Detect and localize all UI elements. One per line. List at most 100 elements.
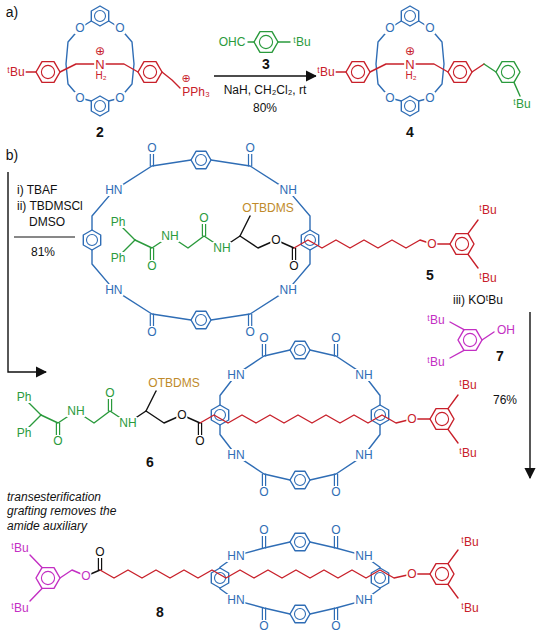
reaction-arrow — [214, 75, 316, 76]
reagent: i) TBAF — [16, 184, 58, 196]
atom-label: N — [404, 58, 415, 71]
atom-label: O — [114, 92, 125, 104]
atom-label: ᵗBu — [458, 447, 477, 459]
atom-label: N — [94, 58, 105, 71]
atom-label: HN — [104, 184, 123, 196]
atom-label: O — [424, 92, 435, 104]
compound-number: 8 — [155, 605, 165, 619]
molecule-structures — [26, 6, 520, 626]
atom-label: NH — [160, 230, 179, 242]
atom-label: ᵗBu — [478, 204, 497, 216]
atom-label: NH — [118, 417, 137, 429]
panel-label: b) — [5, 148, 19, 162]
atom-label: O — [258, 332, 269, 344]
atom-label: PPh₃ — [181, 86, 211, 98]
atom-label: ⊕ — [180, 73, 191, 84]
atom-label: NH — [279, 184, 298, 196]
atom-label: Ph — [110, 216, 127, 228]
atom-label: O — [198, 212, 209, 224]
atom-label: O — [52, 435, 63, 447]
atom-label: O — [114, 22, 125, 34]
atom-label: HN — [226, 550, 245, 562]
atom-label: HN — [226, 369, 245, 381]
atom-label: O — [258, 486, 269, 498]
atom-label: O — [288, 260, 299, 272]
atom-label: HN — [226, 594, 245, 606]
atom-label: O — [94, 546, 105, 558]
atom-label: NH — [279, 284, 298, 296]
compound-number: 7 — [495, 349, 505, 363]
reagent: iii) KOᵗBu — [452, 294, 504, 306]
reagent: ii) TBDMSCl — [16, 200, 84, 212]
atom-label: ᵗBu — [292, 36, 311, 48]
yield: 76% — [492, 394, 518, 406]
atom-label: O — [406, 413, 417, 425]
atom-label: O — [258, 524, 269, 536]
atom-label: NH — [212, 242, 231, 254]
compound-number: 4 — [405, 125, 415, 139]
atom-label: O — [74, 92, 85, 104]
panel-label: a) — [5, 5, 19, 19]
atom-label: H₂ — [94, 71, 107, 81]
reaction-arrow — [529, 312, 530, 478]
atom-label: Ph — [110, 252, 127, 264]
atom-label: O — [270, 234, 281, 246]
atom-label: O — [384, 92, 395, 104]
atom-label: ᵗBu — [478, 272, 497, 284]
atom-label: O — [384, 22, 395, 34]
atom-label: O — [80, 570, 91, 582]
atom-label: O — [74, 22, 85, 34]
atom-label: O — [146, 326, 157, 338]
atom-label: NH — [354, 550, 373, 562]
reagent-separator — [14, 237, 75, 238]
atom-label: Ph — [16, 427, 33, 439]
annotation-note: transesterification grafting removes the… — [6, 490, 133, 533]
atom-label: OTBDMS — [147, 377, 200, 389]
atom-label: O — [406, 568, 417, 580]
atom-label: ᵗBu — [6, 66, 25, 78]
atom-label: O — [104, 387, 115, 399]
atom-label: ᵗBu — [460, 602, 479, 614]
atom-label: NH — [354, 449, 373, 461]
atom-label: O — [244, 326, 255, 338]
atom-label: Ph — [16, 391, 33, 403]
atom-label: ᵗBu — [10, 542, 29, 554]
atom-label: ᵗBu — [460, 536, 479, 548]
atom-label: ᵗBu — [426, 356, 445, 368]
atom-label: OTBDMS — [241, 202, 294, 214]
compound-number: 5 — [425, 268, 435, 282]
atom-label: O — [258, 620, 269, 632]
atom-label: O — [424, 22, 435, 34]
atom-label: HN — [104, 284, 123, 296]
atom-label: O — [330, 524, 341, 536]
yield: 81% — [30, 246, 56, 258]
atom-label: ᵗBu — [458, 379, 477, 391]
atom-label: O — [330, 486, 341, 498]
atom-label: O — [176, 409, 187, 421]
reagent: NaH, CH₂Cl₂, rt — [223, 84, 308, 96]
compound-number: 2 — [95, 125, 105, 139]
reagent: DMSO — [28, 216, 66, 228]
atom-label: OH — [496, 324, 516, 336]
atom-label: OHC — [218, 36, 247, 48]
atom-label: NH — [354, 369, 373, 381]
atom-label: O — [146, 142, 157, 154]
atom-label: ⊕ — [94, 45, 106, 57]
atom-label: HN — [226, 449, 245, 461]
compound-number: 6 — [145, 455, 155, 469]
atom-label: O — [330, 332, 341, 344]
atom-label: O — [330, 620, 341, 632]
atom-label: ᵗBu — [512, 98, 531, 110]
atom-label: ᵗBu — [316, 66, 335, 78]
compound-number: 3 — [261, 57, 271, 71]
atom-label: O — [194, 435, 205, 447]
atom-label: ᵗBu — [10, 602, 29, 614]
atom-label: ⊕ — [404, 45, 416, 57]
yield: 80% — [252, 102, 278, 114]
atom-label: H₂ — [404, 71, 417, 81]
atom-label: NH — [354, 594, 373, 606]
atom-label: NH — [66, 405, 85, 417]
atom-label: O — [146, 260, 157, 272]
atom-label: O — [426, 238, 437, 250]
